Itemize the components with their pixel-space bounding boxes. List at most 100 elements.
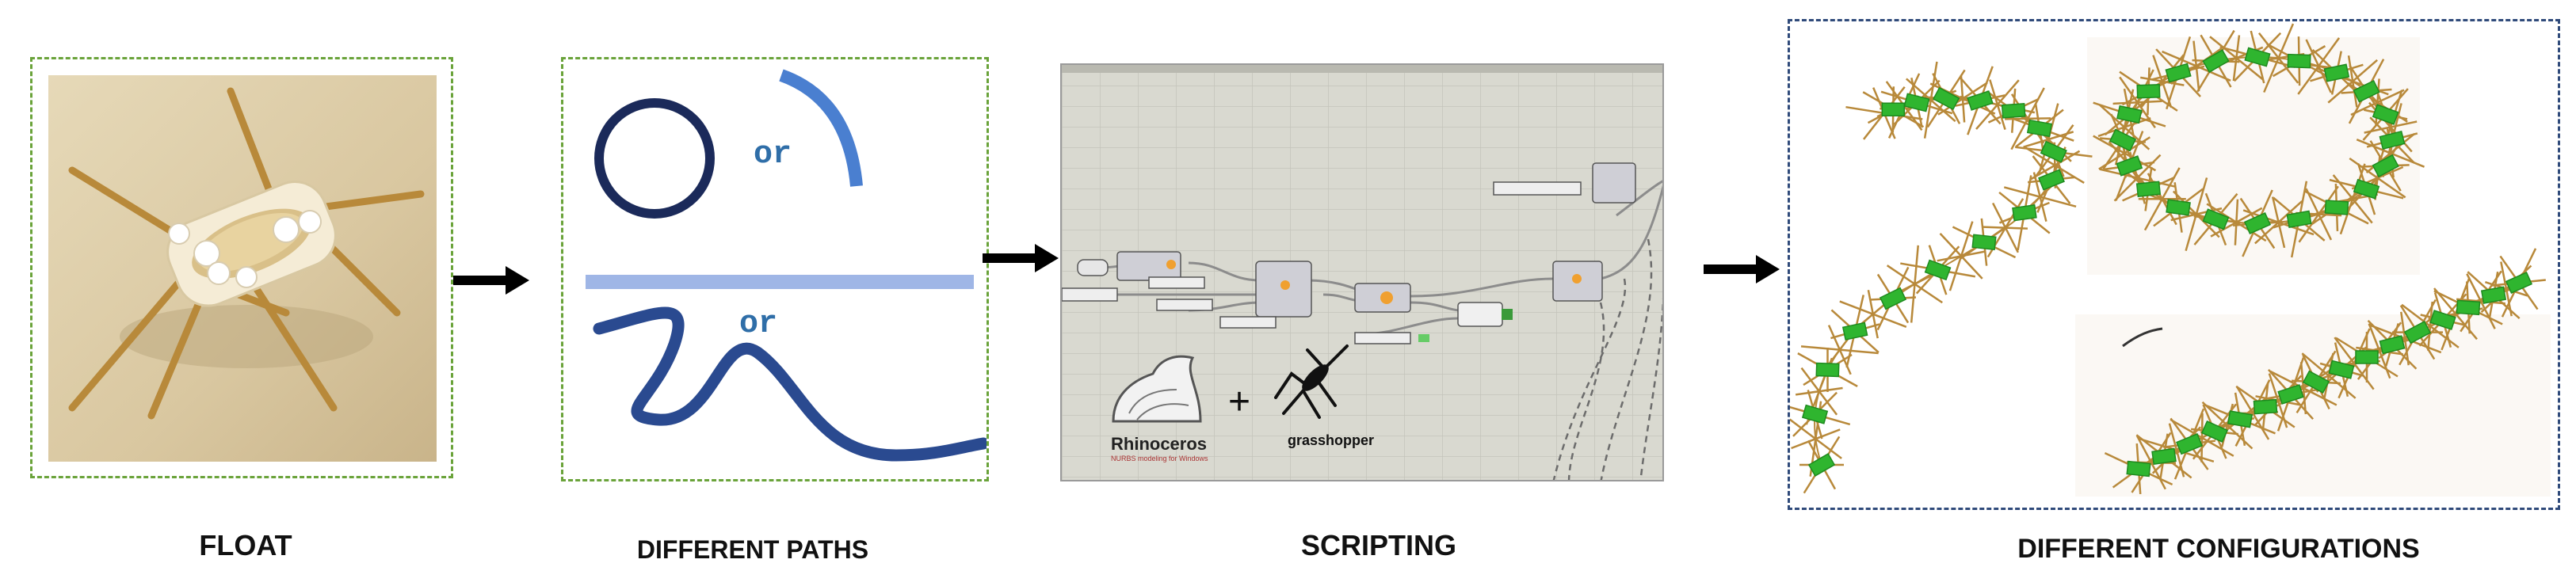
straight-path (586, 275, 974, 289)
rhino-logo-icon (1112, 355, 1202, 423)
band (1881, 102, 1906, 116)
band (2324, 200, 2349, 215)
band (1807, 453, 1836, 477)
caption-different-paths: DIFFERENT PATHS (636, 535, 869, 564)
band (2323, 63, 2350, 82)
band (2202, 49, 2230, 74)
rhino-tagline: NURBS modeling for Windows (1111, 455, 1208, 462)
caption-different-configurations: DIFFERENT CONFIGURATIONS (2017, 534, 2420, 564)
arrow-right-icon (453, 266, 529, 295)
band (1924, 259, 1952, 281)
paths-illustration (586, 69, 987, 462)
band (2244, 47, 2271, 67)
configurations-illustration (1790, 23, 2551, 497)
band (2372, 154, 2399, 178)
band (2456, 299, 2481, 316)
band (2109, 128, 2137, 152)
band (2353, 79, 2380, 103)
band (2353, 178, 2380, 200)
band (2165, 63, 2192, 83)
grasshopper-icon (1274, 344, 1349, 419)
band (2135, 181, 2162, 197)
band (2038, 169, 2065, 191)
band (1903, 93, 1930, 112)
band (2166, 199, 2191, 216)
or-label-bottom: or (739, 306, 778, 342)
band (2403, 321, 2432, 344)
arrow-right-icon (983, 244, 1059, 272)
stick (2112, 100, 2162, 105)
band (2116, 155, 2143, 177)
band (1933, 86, 1960, 111)
stick (1991, 202, 2019, 253)
band (1815, 362, 1840, 378)
scripting-panel: Rhinoceros NURBS modeling for Windows + … (1060, 63, 1664, 481)
caption-scripting: SCRIPTING (1300, 529, 1456, 561)
circle-path (594, 98, 715, 219)
band (2355, 350, 2379, 364)
band (2116, 105, 2143, 124)
stick (2347, 55, 2358, 108)
band (2040, 140, 2067, 163)
stick (2209, 36, 2264, 81)
stick (1800, 367, 1838, 416)
band (2200, 420, 2229, 443)
wave-path (593, 306, 987, 462)
configurations-panel (1788, 19, 2560, 510)
stick (2005, 117, 2051, 120)
stick (2332, 174, 2373, 224)
band (1801, 404, 1829, 424)
stick (1937, 82, 1988, 116)
band (2277, 384, 2304, 405)
band (2302, 370, 2330, 394)
float-panel (30, 57, 453, 478)
band (2372, 104, 2399, 125)
stick (1910, 245, 1919, 323)
band (2243, 212, 2272, 234)
grasshopper-canvas (1062, 65, 1662, 480)
stick (2263, 23, 2295, 93)
arc-path (779, 69, 863, 187)
band (2480, 286, 2507, 304)
band (2126, 460, 2151, 478)
stick (2368, 323, 2391, 379)
band (2227, 410, 2254, 428)
stick (2025, 146, 2085, 184)
arrow-right-icon (1704, 255, 1780, 283)
stick (2500, 261, 2513, 317)
stick (1937, 250, 1986, 262)
band (2328, 360, 2355, 379)
stick (2131, 432, 2172, 493)
band (2176, 433, 2203, 455)
band (1841, 322, 1868, 341)
band (2505, 272, 2533, 294)
band (2379, 335, 2406, 355)
stick (2152, 55, 2173, 108)
stick (2093, 135, 2157, 172)
stick (2350, 89, 2405, 116)
band (2286, 210, 2312, 229)
plus-sign: + (1228, 381, 1251, 423)
stick (1989, 79, 2006, 131)
stick (1839, 300, 1907, 328)
band (1971, 234, 1997, 250)
stick (1791, 428, 1841, 450)
band (2379, 130, 2406, 150)
rhino-name: Rhinoceros (1111, 434, 1208, 454)
stick (2200, 413, 2204, 462)
band (2429, 310, 2456, 330)
stick (2441, 276, 2471, 351)
band (2253, 398, 2278, 415)
band (2287, 53, 2311, 69)
caption-float: FLOAT (199, 529, 292, 561)
band (1967, 90, 1994, 111)
float-photo (48, 75, 437, 462)
band (1879, 287, 1907, 310)
band (2001, 103, 2026, 119)
stick (2456, 298, 2505, 305)
band (2026, 119, 2053, 138)
band (2202, 208, 2230, 230)
band (2151, 447, 2177, 466)
paths-panel: or or (561, 57, 989, 481)
stick (2298, 185, 2339, 243)
